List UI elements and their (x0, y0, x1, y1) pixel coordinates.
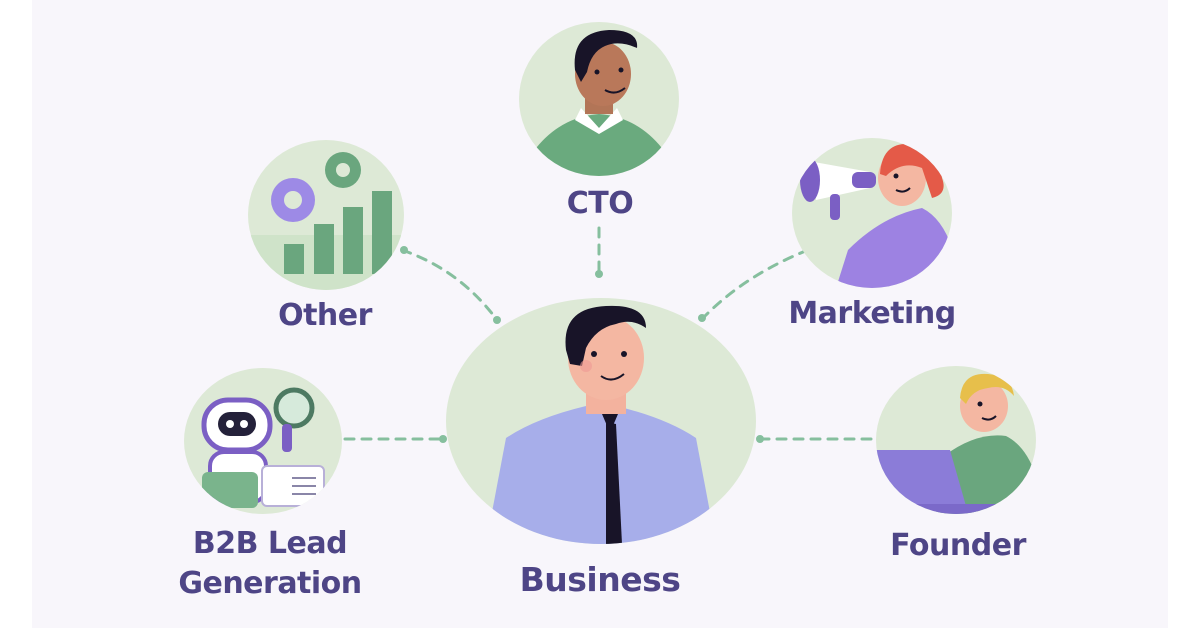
b2b-label-line2: Generation (178, 566, 362, 601)
other-label: Other (278, 298, 372, 333)
businessman-icon (486, 305, 716, 544)
gears-chart-icon (248, 152, 404, 290)
founder-node[interactable] (876, 366, 1036, 514)
cto-person-icon (533, 30, 665, 176)
founder-laptop-icon (876, 373, 1036, 514)
cto-node[interactable] (519, 22, 679, 176)
cto-label: CTO (566, 186, 634, 221)
b2b-node[interactable] (184, 368, 342, 514)
business-label: Business (519, 560, 681, 599)
marketing-node[interactable] (792, 138, 952, 288)
business-node[interactable] (446, 298, 756, 544)
other-node[interactable] (248, 140, 404, 290)
robot-icon (201, 387, 325, 508)
b2b-label-line1: B2B Lead (192, 526, 348, 561)
woman-megaphone-icon (800, 143, 952, 288)
connector-other (400, 248, 499, 322)
marketing-label: Marketing (788, 296, 956, 331)
founder-label: Founder (890, 528, 1026, 563)
